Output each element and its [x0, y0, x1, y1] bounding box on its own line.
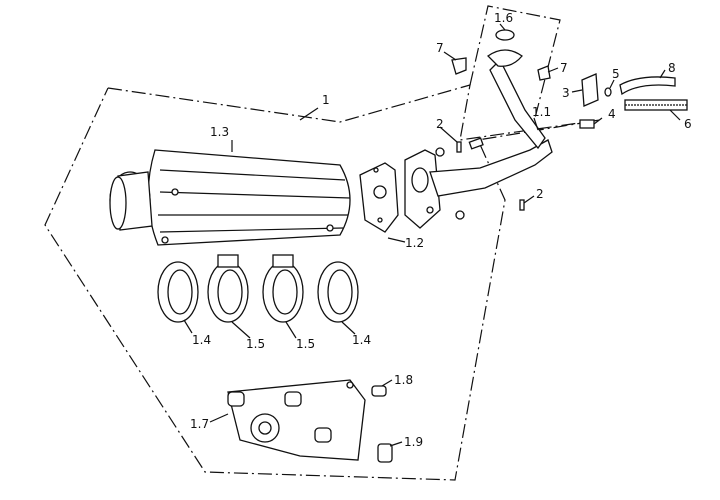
clip-icon	[604, 87, 612, 97]
label-8: 8	[668, 61, 676, 75]
label-1-1: 1.1	[532, 105, 551, 119]
muffler-icon	[109, 149, 351, 246]
plate-icon	[579, 119, 595, 129]
clamp-icon	[262, 254, 304, 323]
bolt-icon	[519, 199, 525, 211]
spacer-icon	[371, 385, 387, 397]
bolt-icon	[456, 141, 462, 153]
nut-icon	[451, 57, 467, 75]
label-1-3: 1.3	[210, 125, 229, 139]
label-5: 5	[612, 67, 620, 81]
label-1-4: 1.4	[352, 333, 371, 347]
label-2: 2	[536, 187, 544, 201]
label-4: 4	[608, 107, 616, 121]
label-1-5: 1.5	[246, 337, 265, 351]
label-1-4: 1.4	[192, 333, 211, 347]
spacer-icon	[377, 443, 393, 463]
hose-icon	[619, 76, 676, 96]
label-7: 7	[436, 41, 444, 55]
label-1-5: 1.5	[296, 337, 315, 351]
label-7: 7	[560, 61, 568, 75]
label-1-6: 1.6	[494, 11, 513, 25]
label-1-9: 1.9	[404, 435, 423, 449]
label-1-2: 1.2	[405, 236, 424, 250]
label-1-7: 1.7	[190, 417, 209, 431]
label-3: 3	[562, 86, 570, 100]
nut-icon	[537, 65, 551, 81]
label-6: 6	[684, 117, 692, 131]
label-1-8: 1.8	[394, 373, 413, 387]
gasket-icon	[359, 162, 399, 233]
clamp-icon	[317, 261, 359, 323]
leader-lines	[183, 23, 681, 447]
clamp-icon	[207, 254, 249, 323]
block-icon	[581, 73, 599, 107]
mounting-bracket-icon	[227, 379, 366, 461]
label-1: 1	[322, 93, 330, 107]
label-2: 2	[436, 117, 444, 131]
clamp-icon	[157, 261, 199, 323]
